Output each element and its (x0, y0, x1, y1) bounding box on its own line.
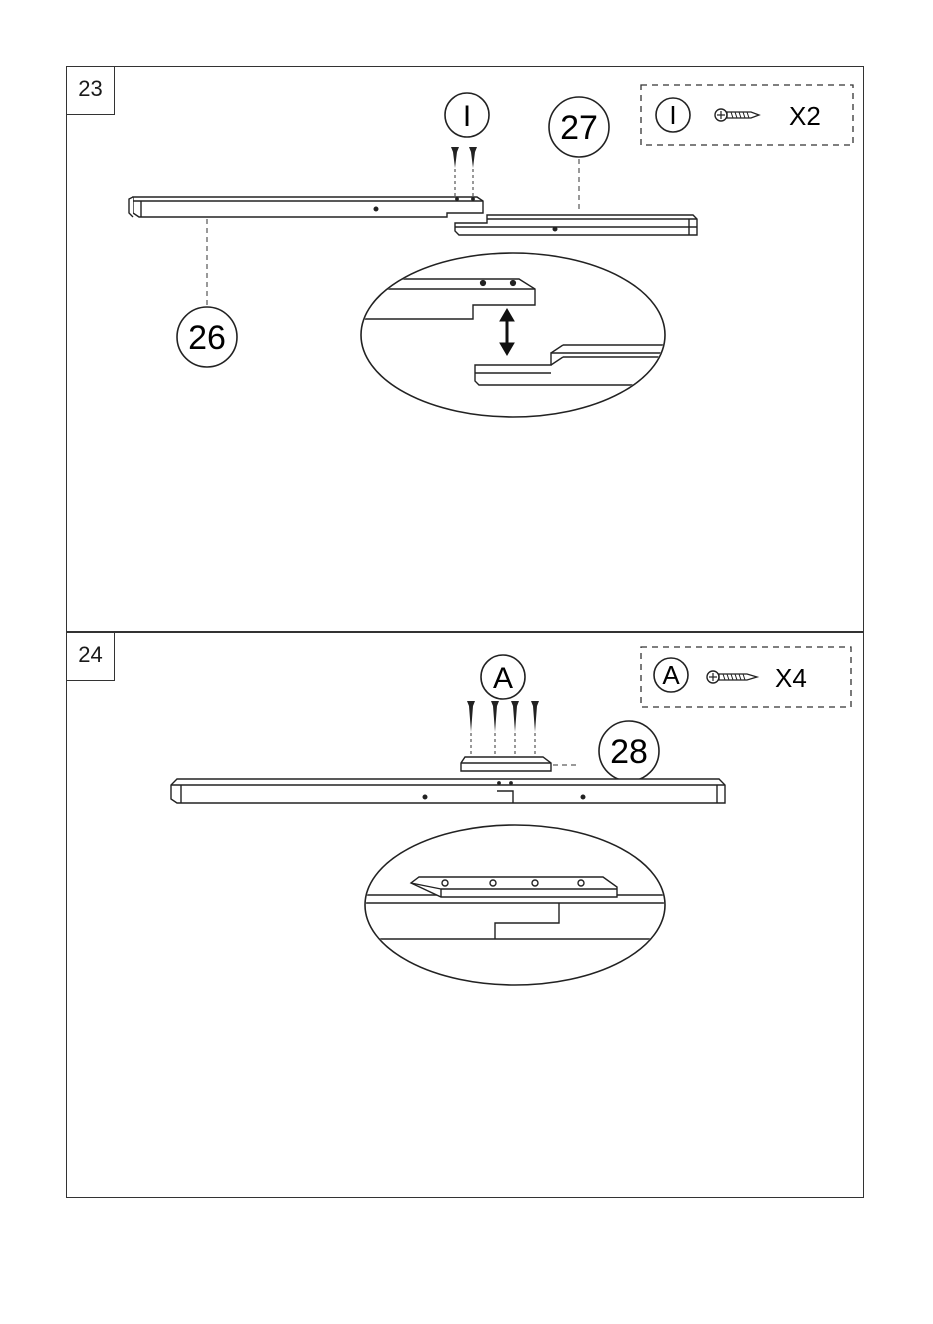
screw-icon (715, 109, 759, 121)
beam-assembly (171, 779, 725, 803)
detail-zoom-view (357, 825, 677, 985)
screw-callout-label: A (493, 662, 513, 695)
hardware-code-label: I (669, 100, 676, 130)
detail-zoom-view (347, 253, 687, 417)
step-24-illustration: A X4 A (67, 633, 865, 1199)
part-callout-label: 27 (560, 109, 598, 147)
hardware-quantity: X2 (789, 101, 821, 131)
part-callout-label: 26 (188, 319, 226, 357)
hardware-legend-box: I X2 (641, 85, 853, 145)
screw-icon (707, 671, 757, 683)
screw-callout-label: I (463, 100, 471, 133)
plate-part-28 (461, 757, 551, 771)
screw-icon (451, 147, 477, 199)
screw-icon (467, 701, 539, 761)
step-24-panel: 24 A X4 A (66, 632, 864, 1198)
hardware-legend-box: A X4 (641, 647, 851, 707)
step-23-panel: 23 I X2 I 27 (66, 66, 864, 632)
beam-part-26 (129, 197, 483, 217)
step-23-illustration: I X2 I 27 (67, 67, 865, 633)
hardware-code-label: A (662, 660, 680, 690)
beam-part-27 (455, 215, 697, 235)
part-callout-label: 28 (610, 733, 648, 771)
hardware-quantity: X4 (775, 663, 807, 693)
